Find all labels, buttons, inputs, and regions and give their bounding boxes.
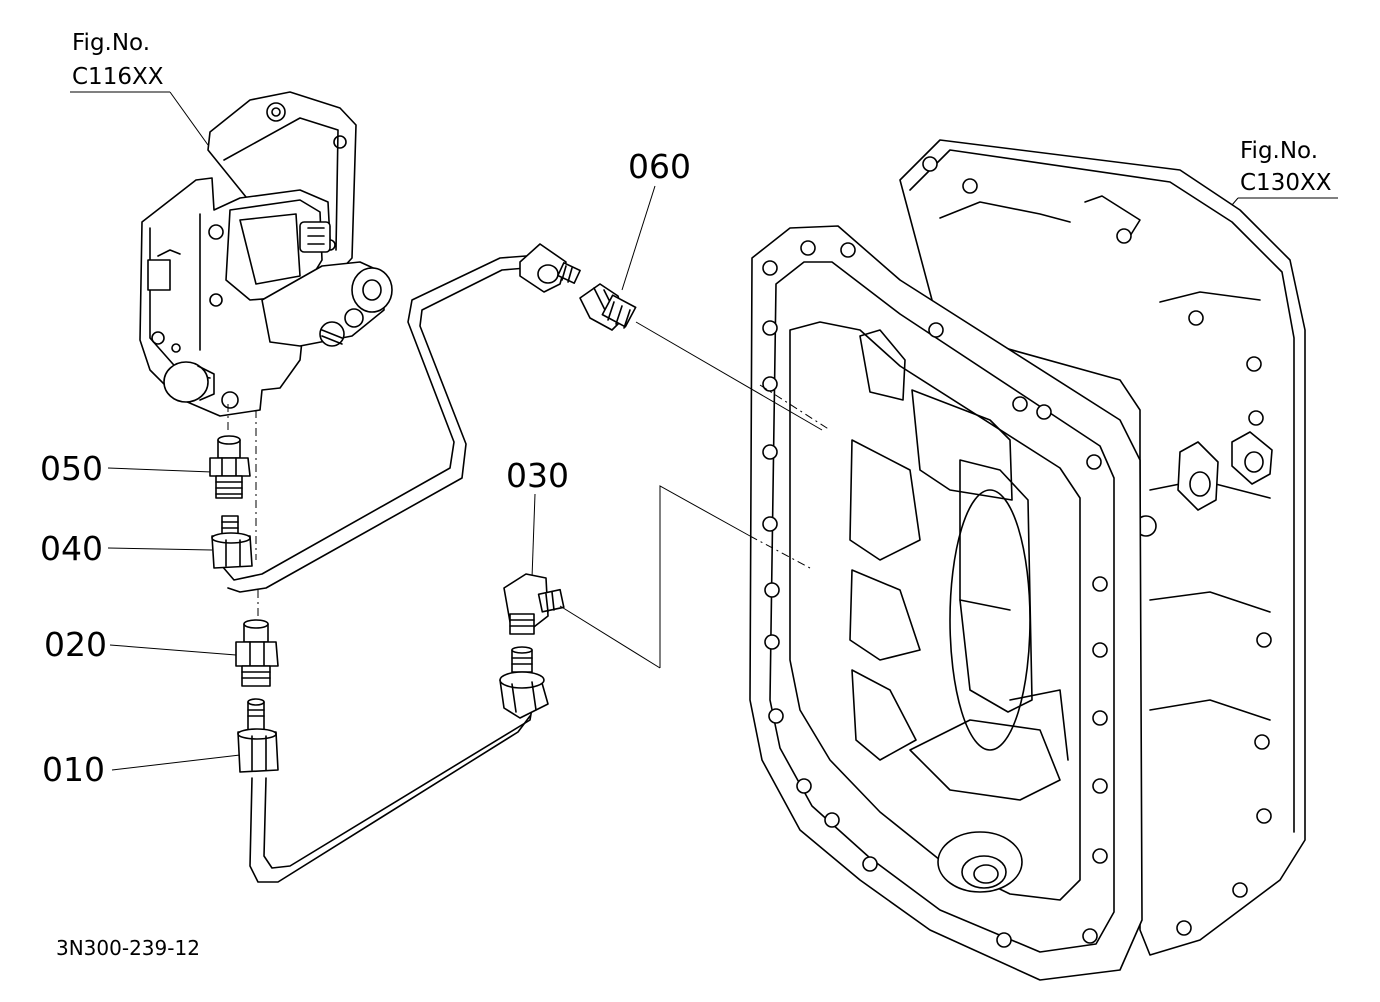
reference-fig-label: Fig.No. xyxy=(1240,138,1318,164)
reference-label-c130xx: Fig.No. C130XX xyxy=(1194,138,1338,249)
callout-060: 060 xyxy=(621,147,691,291)
reference-fig-number: C130XX xyxy=(1240,170,1332,196)
callout-030: 030 xyxy=(506,456,569,579)
callout-040: 040 xyxy=(40,529,213,568)
upper-pipe xyxy=(221,255,527,593)
fitting-050 xyxy=(209,435,251,499)
fitting-060 xyxy=(579,283,637,331)
valve-block xyxy=(139,91,393,430)
flange-bolt-holes xyxy=(762,156,1272,948)
fitting-upper-nut xyxy=(519,243,581,293)
reference-fig-label: Fig.No. xyxy=(72,30,150,56)
svg-text:060: 060 xyxy=(628,147,691,186)
fitting-030 xyxy=(503,573,661,669)
svg-text:040: 040 xyxy=(40,529,103,568)
callout-010: 010 xyxy=(42,750,241,789)
svg-text:050: 050 xyxy=(40,449,103,488)
callout-020: 020 xyxy=(44,625,237,664)
fitting-lower-nut xyxy=(499,646,549,719)
fitting-020 xyxy=(235,619,279,687)
callout-050: 050 xyxy=(40,449,213,488)
lower-pipe xyxy=(249,707,533,883)
reference-label-c116xx: Fig.No. C116XX xyxy=(70,30,209,146)
fitting-040 xyxy=(211,515,253,569)
drawing-number: 3N300-239-12 xyxy=(56,936,200,960)
svg-text:030: 030 xyxy=(506,456,569,495)
fitting-010 xyxy=(237,698,279,773)
svg-text:010: 010 xyxy=(42,750,105,789)
reference-fig-number: C116XX xyxy=(72,64,164,90)
svg-text:020: 020 xyxy=(44,625,107,664)
transmission-case xyxy=(749,139,1306,981)
